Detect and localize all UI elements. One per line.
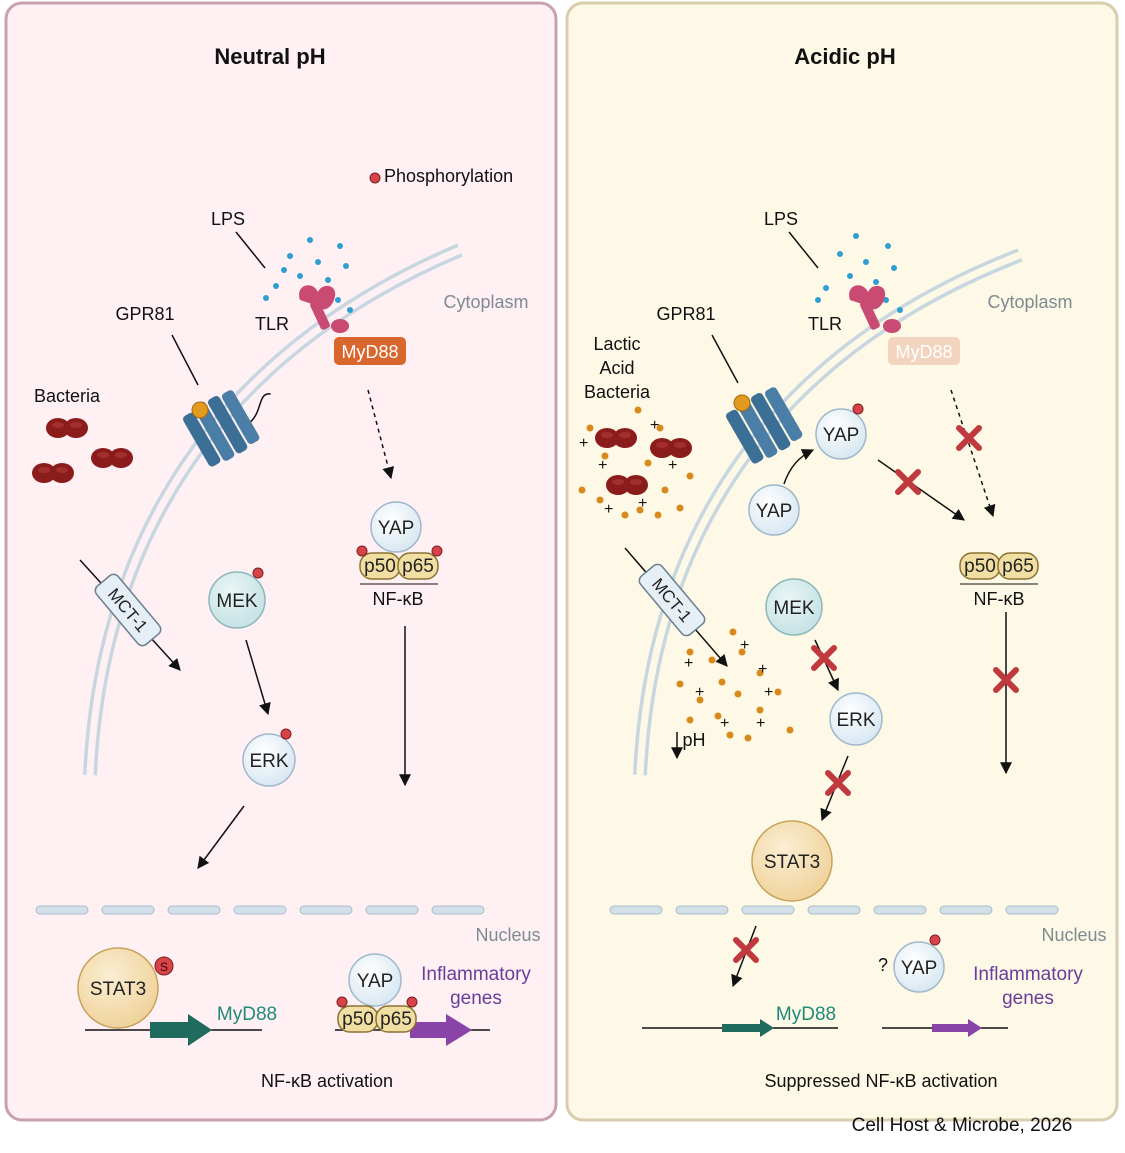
legend-phosphorylation: Phosphorylation bbox=[384, 166, 513, 186]
inflammatory-gene-arrow bbox=[932, 1019, 982, 1037]
svg-text:YAP: YAP bbox=[378, 518, 415, 539]
tlr-receptor bbox=[299, 285, 349, 333]
svg-text:+: + bbox=[756, 715, 765, 732]
nucleus-label: Nucleus bbox=[475, 925, 540, 945]
phosphorylation-dot-icon bbox=[369, 172, 381, 184]
yap-node-nucleus bbox=[348, 953, 402, 1007]
svg-text:+: + bbox=[579, 435, 588, 452]
svg-text:YAP: YAP bbox=[357, 971, 394, 992]
svg-text:ERK: ERK bbox=[249, 751, 288, 772]
gpr81-label: GPR81 bbox=[115, 304, 174, 324]
svg-text:+: + bbox=[740, 637, 749, 654]
svg-text:STAT3: STAT3 bbox=[90, 979, 146, 1000]
lps-label: LPS bbox=[211, 209, 245, 229]
erk-node bbox=[242, 733, 296, 787]
nucleus-label: Nucleus bbox=[1041, 925, 1106, 945]
tlr-receptor bbox=[849, 285, 901, 333]
p65-subunit bbox=[397, 552, 439, 580]
svg-text:MEK: MEK bbox=[773, 598, 815, 619]
proton-signs: + + + + + + bbox=[579, 417, 677, 518]
lactate-particles bbox=[578, 406, 694, 519]
stat3-node bbox=[751, 820, 833, 902]
yap-node-nucleus bbox=[893, 941, 945, 993]
svg-text:YAP: YAP bbox=[756, 501, 793, 522]
yap-node bbox=[370, 501, 422, 553]
caption-acidic: Suppressed NF-κB activation bbox=[764, 1071, 997, 1091]
tlr-label: TLR bbox=[808, 314, 842, 334]
inflammatory-gene-arrow bbox=[410, 1014, 472, 1046]
svg-text:p50: p50 bbox=[964, 556, 996, 577]
mek-node bbox=[208, 571, 266, 629]
mek-node bbox=[765, 578, 823, 636]
yap-node-phospho bbox=[815, 408, 867, 460]
svg-text:S: S bbox=[160, 960, 168, 974]
panel-title-acidic: Acidic pH bbox=[794, 44, 895, 69]
svg-text:+: + bbox=[764, 684, 773, 701]
caption-neutral: NF-κB activation bbox=[261, 1071, 393, 1091]
lab-label-3: Bacteria bbox=[584, 382, 651, 402]
tlr-label: TLR bbox=[255, 314, 289, 334]
question-mark: ? bbox=[878, 955, 888, 975]
svg-text:+: + bbox=[638, 495, 647, 512]
lps-label: LPS bbox=[764, 209, 798, 229]
svg-text:+: + bbox=[598, 457, 607, 474]
svg-text:p50: p50 bbox=[342, 1009, 374, 1030]
myd88-label: MyD88 bbox=[341, 342, 398, 362]
svg-text:YAP: YAP bbox=[823, 425, 860, 446]
myd88-label: MyD88 bbox=[895, 342, 952, 362]
cytoplasm-label: Cytoplasm bbox=[443, 292, 528, 312]
p65-subunit bbox=[997, 552, 1039, 580]
svg-text:ERK: ERK bbox=[836, 710, 875, 731]
nuclear-membrane bbox=[609, 905, 1059, 915]
cytoplasm-label: Cytoplasm bbox=[987, 292, 1072, 312]
myd88-gene-arrow bbox=[722, 1019, 774, 1037]
gpr81-receptor-icon bbox=[726, 387, 803, 464]
panel-neutral bbox=[4, 1, 558, 1122]
myd88-gene-arrow bbox=[150, 1014, 212, 1046]
svg-text:STAT3: STAT3 bbox=[764, 852, 820, 873]
svg-text:+: + bbox=[684, 655, 693, 672]
svg-text:genes: genes bbox=[1002, 988, 1054, 1009]
svg-text:+: + bbox=[668, 457, 677, 474]
svg-text:+: + bbox=[720, 715, 729, 732]
nfkb-label: NF-κB bbox=[373, 589, 424, 609]
panel-acidic bbox=[565, 1, 1119, 1122]
svg-text:p65: p65 bbox=[1002, 556, 1034, 577]
svg-text:genes: genes bbox=[450, 988, 502, 1009]
myd88-box bbox=[334, 337, 406, 365]
svg-text:YAP: YAP bbox=[901, 958, 938, 979]
ph-label: pH bbox=[682, 730, 705, 750]
lab-label-2: Acid bbox=[599, 358, 634, 378]
gene-myd88-label: MyD88 bbox=[217, 1004, 277, 1025]
citation: Cell Host & Microbe, 2026 bbox=[852, 1115, 1073, 1136]
nuclear-membrane bbox=[35, 905, 485, 915]
bacteria-label: Bacteria bbox=[34, 386, 101, 406]
myd88-box-faded bbox=[888, 337, 960, 365]
nfkb-label: NF-κB bbox=[974, 589, 1025, 609]
inflammatory-genes-label: Inflammatory bbox=[421, 964, 531, 985]
svg-text:+: + bbox=[695, 684, 704, 701]
svg-text:+: + bbox=[758, 661, 767, 678]
mct1-transporter: MCT-1 bbox=[94, 573, 162, 647]
intracellular-lactate bbox=[676, 628, 794, 742]
phospho-serine-badge bbox=[154, 956, 174, 976]
lab-label-1: Lactic bbox=[593, 334, 640, 354]
svg-text:p50: p50 bbox=[364, 556, 396, 577]
yap-node bbox=[748, 484, 800, 536]
svg-text:p65: p65 bbox=[402, 556, 434, 577]
gene-myd88-label: MyD88 bbox=[776, 1004, 836, 1025]
panel-title-neutral: Neutral pH bbox=[214, 44, 325, 69]
erk-node bbox=[829, 692, 883, 746]
svg-text:+: + bbox=[604, 501, 613, 518]
svg-text:p65: p65 bbox=[380, 1009, 412, 1030]
gpr81-label: GPR81 bbox=[656, 304, 715, 324]
stat3-node bbox=[77, 947, 159, 1029]
inflammatory-genes-label: Inflammatory bbox=[973, 964, 1083, 985]
svg-text:+: + bbox=[650, 417, 659, 434]
svg-text:MEK: MEK bbox=[216, 591, 258, 612]
lps-particles bbox=[263, 237, 353, 313]
